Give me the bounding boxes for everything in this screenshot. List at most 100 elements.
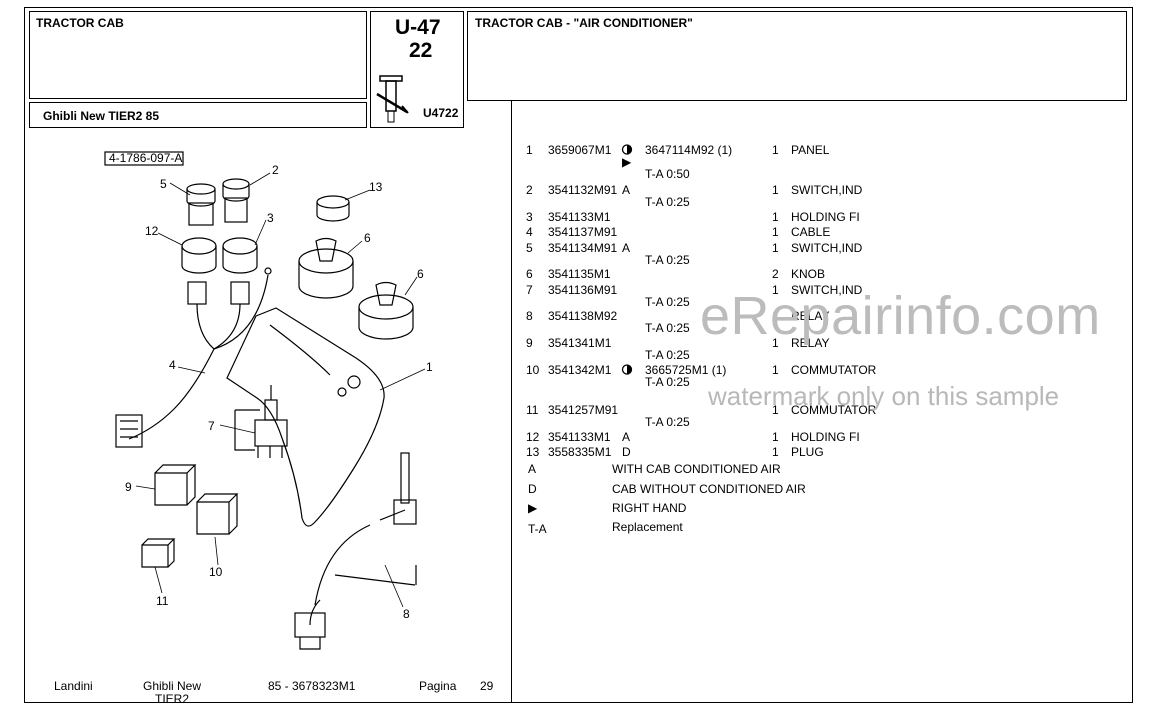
parts-cell-part: 3541133M1 xyxy=(548,430,611,444)
callout-2: 2 xyxy=(272,163,279,177)
callout-9: 9 xyxy=(125,480,132,494)
footer-page-number: 29 xyxy=(480,679,494,693)
parts-cell-qty: 2 xyxy=(772,267,779,281)
parts-cell-desc: SWITCH,IND xyxy=(791,183,863,197)
legend-key-d: D xyxy=(528,482,537,496)
parts-cell-no: 1 xyxy=(526,143,533,157)
parts-cell-no: 8 xyxy=(526,309,533,323)
parts-cell-no: 11 xyxy=(526,403,539,417)
parts-cell-desc: COMMUTATOR xyxy=(791,403,877,417)
parts-row: 7 3541136M91 1 SWITCH,IND xyxy=(526,283,946,297)
parts-cell-no: 7 xyxy=(526,283,533,297)
parts-cell-desc: RELAY xyxy=(791,336,830,350)
model-box: Ghibli New TIER2 85 xyxy=(29,102,367,128)
footer-brand: Landini xyxy=(54,679,93,693)
footer-page-label: Pagina xyxy=(419,679,457,693)
parts-row-note: T-A 0:25 xyxy=(526,321,946,335)
parts-cell-qty: 1 xyxy=(772,143,779,157)
replacement-time: T-A 0:25 xyxy=(645,321,690,335)
legend-key-ta: T-A xyxy=(528,522,547,536)
footer-model-line1: Ghibli New xyxy=(143,679,202,693)
parts-cell-desc: HOLDING FI xyxy=(791,430,860,444)
page-sub: 22 xyxy=(409,39,433,62)
parts-cell-desc: SWITCH,IND xyxy=(791,283,863,297)
parts-cell-qty: 1 xyxy=(772,309,779,323)
parts-cell-qty: 1 xyxy=(772,430,779,444)
parts-row-note: T-A 0:25 xyxy=(526,195,946,209)
parts-row-note: T-A 0:50 xyxy=(526,167,946,181)
parts-cell-part: 3541257M91 xyxy=(548,403,619,417)
parts-cell-part: 3558335M1 xyxy=(548,445,612,459)
parts-cell-qty: 1 xyxy=(772,183,779,197)
parts-cell-qty: 1 xyxy=(772,210,779,224)
parts-cell-part: 3541341M1 xyxy=(548,336,612,350)
parts-row-note: T-A 0:25 xyxy=(526,348,946,362)
page-code: U-47 xyxy=(395,16,441,39)
frame-bottom-line xyxy=(24,702,1133,703)
parts-cell-part: 3541134M91 xyxy=(548,241,618,255)
electrical-section-icon xyxy=(376,75,409,123)
replacement-time: T-A 0:25 xyxy=(645,415,690,429)
parts-row-note: ▶ xyxy=(526,155,946,169)
frame-right-line xyxy=(1132,7,1133,703)
parts-cell-qty: 1 xyxy=(772,363,779,377)
parts-cell-no: 2 xyxy=(526,183,533,197)
callout-7: 7 xyxy=(208,419,215,433)
group-title: TRACTOR CAB - "AIR CONDITIONER" xyxy=(475,16,693,30)
replacement-time: T-A 0:25 xyxy=(645,375,690,389)
parts-cell-part: 3541342M1 xyxy=(548,363,612,377)
callout-3: 3 xyxy=(267,211,274,225)
parts-cell-part: 3541136M91 xyxy=(548,283,618,297)
footer-code: 85 - 3678323M1 xyxy=(268,679,356,693)
legend-key-right-hand: ▶ xyxy=(528,501,538,515)
parts-row-note: T-A 0:25 xyxy=(526,375,946,389)
page-code-box: U-47 22 U4722 xyxy=(370,11,464,128)
parts-cell-qty: 1 xyxy=(772,403,779,417)
parts-cell-qty: 1 xyxy=(772,241,779,255)
parts-cell-ref: 3665725M1 (1) xyxy=(645,363,727,377)
legend-text-ta: Replacement xyxy=(612,520,683,534)
parts-cell-no: 9 xyxy=(526,336,533,350)
frame-left-line xyxy=(24,7,25,703)
parts-cell-qty: 1 xyxy=(772,283,779,297)
parts-cell-desc: KNOB xyxy=(791,267,826,281)
legend-text-a: WITH CAB CONDITIONED AIR xyxy=(612,462,781,476)
section-title: TRACTOR CAB xyxy=(36,16,124,30)
watermark-main: eRepairinfo.com xyxy=(700,286,1101,346)
parts-cell-no: 4 xyxy=(526,225,533,239)
exploded-diagram: 4-1786-097-A 1 2 3 4 5 6 6 7 8 9 10 11 1… xyxy=(104,151,433,650)
model-name: Ghibli New TIER2 85 xyxy=(43,109,160,123)
callout-12: 12 xyxy=(145,224,159,238)
parts-row: 11 3541257M91 1 COMMUTATOR xyxy=(526,403,946,417)
watermark-sub: watermark only on this sample xyxy=(708,381,1060,411)
parts-cell-part: 3541137M91 xyxy=(548,225,618,239)
legend-text-d: CAB WITHOUT CONDITIONED AIR xyxy=(612,482,806,496)
parts-cell-part: 3541138M92 xyxy=(548,309,618,323)
parts-row-note: T-A 0:25 xyxy=(526,415,946,429)
diagram-code: U4722 xyxy=(423,106,459,120)
half-circle-icon xyxy=(621,144,633,155)
parts-row-note: T-A 0:25 xyxy=(526,295,946,309)
frame-top-line xyxy=(24,7,1133,8)
half-circle-icon xyxy=(621,364,633,375)
parts-cell-desc: PANEL xyxy=(791,143,830,157)
parts-cell-qty: 1 xyxy=(772,225,779,239)
parts-cell-part: 3541132M91 xyxy=(548,183,618,197)
column-divider xyxy=(511,101,512,702)
parts-cell-no: 5 xyxy=(526,241,533,255)
parts-cell-no: 12 xyxy=(526,430,540,444)
legend-key-a: A xyxy=(528,462,537,476)
replacement-time: T-A 0:25 xyxy=(645,195,690,209)
parts-cell-ref: D xyxy=(622,445,631,459)
callout-11: 11 xyxy=(156,594,169,608)
callout-10: 10 xyxy=(209,565,223,579)
